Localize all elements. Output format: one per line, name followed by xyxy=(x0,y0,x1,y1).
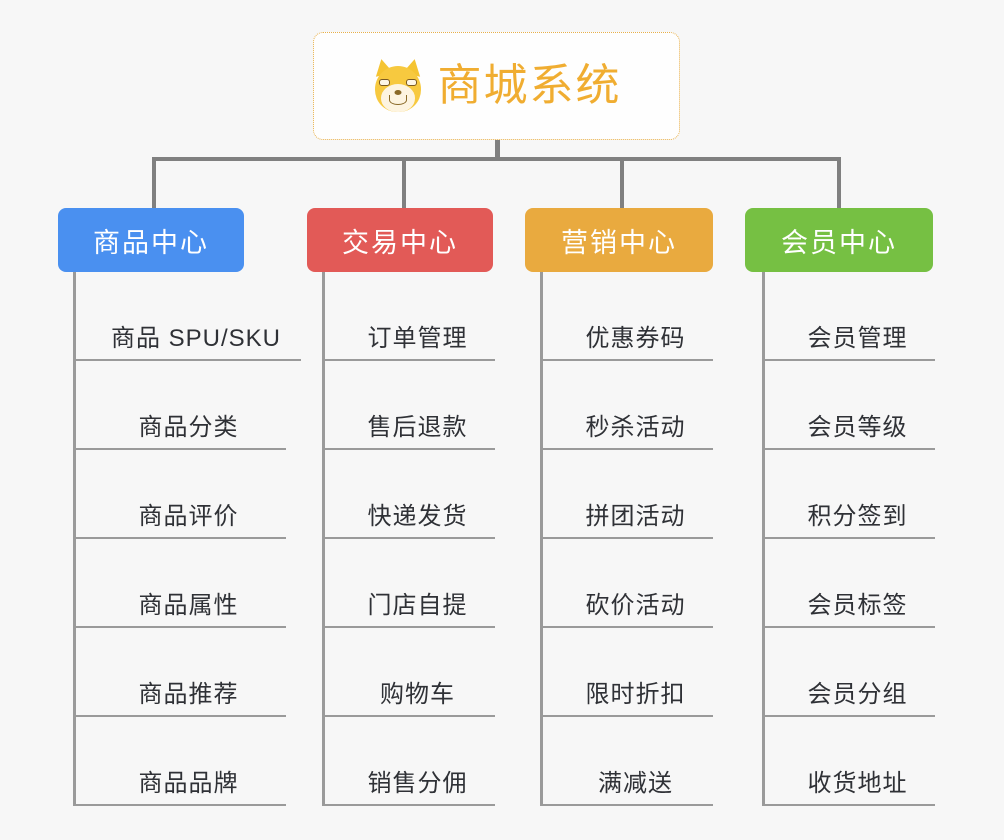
list-item[interactable]: 秒杀活动 xyxy=(543,361,713,450)
leaf-label: 优惠券码 xyxy=(585,325,686,352)
list-item[interactable]: 会员管理 xyxy=(765,272,935,361)
leaf-label: 会员管理 xyxy=(807,325,908,352)
branch-body-3: 优惠券码 秒杀活动 拼团活动 砍价活动 限时折扣 满减送 xyxy=(540,272,713,806)
branch-member-center: 会员中心 会员管理 会员等级 积分签到 会员标签 会员分组 收货地址 xyxy=(745,208,935,806)
leaf-label: 满减送 xyxy=(598,770,673,797)
leaf-label: 商品品牌 xyxy=(138,770,239,797)
connector-drop-2 xyxy=(402,159,406,209)
branch-body-4: 会员管理 会员等级 积分签到 会员标签 会员分组 收货地址 xyxy=(762,272,935,806)
branch-trade-center: 交易中心 订单管理 售后退款 快递发货 门店自提 购物车 销售分佣 xyxy=(307,208,495,806)
list-item[interactable]: 商品 SPU/SKU xyxy=(76,272,301,361)
branch-product-center: 商品中心 商品 SPU/SKU 商品分类 商品评价 商品属性 商品推荐 商品品牌 xyxy=(58,208,301,806)
leaf-label: 拼团活动 xyxy=(585,503,686,530)
list-item[interactable]: 门店自提 xyxy=(325,539,495,628)
list-item[interactable]: 商品分类 xyxy=(76,361,286,450)
leaf-label: 门店自提 xyxy=(367,592,468,619)
branch-body-2: 订单管理 售后退款 快递发货 门店自提 购物车 销售分佣 xyxy=(322,272,495,806)
leaf-label: 商品推荐 xyxy=(138,681,239,708)
list-item[interactable]: 商品属性 xyxy=(76,539,286,628)
leaf-label: 售后退款 xyxy=(367,414,468,441)
leaf-label: 商品 SPU/SKU xyxy=(110,325,282,352)
list-item[interactable]: 限时折扣 xyxy=(543,628,713,717)
leaf-label: 商品分类 xyxy=(138,414,239,441)
list-item[interactable]: 会员等级 xyxy=(765,361,935,450)
list-item[interactable]: 会员标签 xyxy=(765,539,935,628)
leaf-label: 会员分组 xyxy=(807,681,908,708)
shiba-dog-face-icon xyxy=(372,57,424,114)
leaf-label: 限时折扣 xyxy=(585,681,686,708)
list-item[interactable]: 砍价活动 xyxy=(543,539,713,628)
leaf-label: 购物车 xyxy=(380,681,455,708)
root-title: 商城系统 xyxy=(437,61,622,110)
list-item[interactable]: 商品推荐 xyxy=(76,628,286,717)
leaf-label: 订单管理 xyxy=(367,325,468,352)
leaf-label: 秒杀活动 xyxy=(585,414,686,441)
leaf-label: 砍价活动 xyxy=(585,592,686,619)
connector-drop-1 xyxy=(152,159,156,209)
list-item[interactable]: 商品品牌 xyxy=(76,717,286,806)
leaf-label: 商品评价 xyxy=(138,503,239,530)
branch-header-2[interactable]: 交易中心 xyxy=(307,208,493,272)
list-item[interactable]: 拼团活动 xyxy=(543,450,713,539)
leaf-label: 商品属性 xyxy=(138,592,239,619)
branch-body-1: 商品 SPU/SKU 商品分类 商品评价 商品属性 商品推荐 商品品牌 xyxy=(73,272,301,806)
leaf-label: 积分签到 xyxy=(807,503,908,530)
list-item[interactable]: 优惠券码 xyxy=(543,272,713,361)
connector-drop-4 xyxy=(837,159,841,209)
leaf-label: 快递发货 xyxy=(367,503,468,530)
root-node[interactable]: 商城系统 xyxy=(313,32,680,140)
connector-drop-3 xyxy=(620,159,624,209)
list-item[interactable]: 积分签到 xyxy=(765,450,935,539)
list-item[interactable]: 购物车 xyxy=(325,628,495,717)
list-item[interactable]: 快递发货 xyxy=(325,450,495,539)
connector-root-stem xyxy=(495,140,500,160)
branch-marketing-center: 营销中心 优惠券码 秒杀活动 拼团活动 砍价活动 限时折扣 满减送 xyxy=(525,208,713,806)
list-item[interactable]: 订单管理 xyxy=(325,272,495,361)
leaf-label: 会员等级 xyxy=(807,414,908,441)
branch-header-1[interactable]: 商品中心 xyxy=(58,208,244,272)
branch-header-3[interactable]: 营销中心 xyxy=(525,208,713,272)
leaf-label: 会员标签 xyxy=(807,592,908,619)
list-item[interactable]: 销售分佣 xyxy=(325,717,495,806)
list-item[interactable]: 会员分组 xyxy=(765,628,935,717)
list-item[interactable]: 售后退款 xyxy=(325,361,495,450)
list-item[interactable]: 满减送 xyxy=(543,717,713,806)
branch-header-4[interactable]: 会员中心 xyxy=(745,208,933,272)
leaf-label: 收货地址 xyxy=(807,770,908,797)
list-item[interactable]: 收货地址 xyxy=(765,717,935,806)
list-item[interactable]: 商品评价 xyxy=(76,450,286,539)
leaf-label: 销售分佣 xyxy=(367,770,468,797)
connector-horizontal-bar xyxy=(152,157,841,161)
